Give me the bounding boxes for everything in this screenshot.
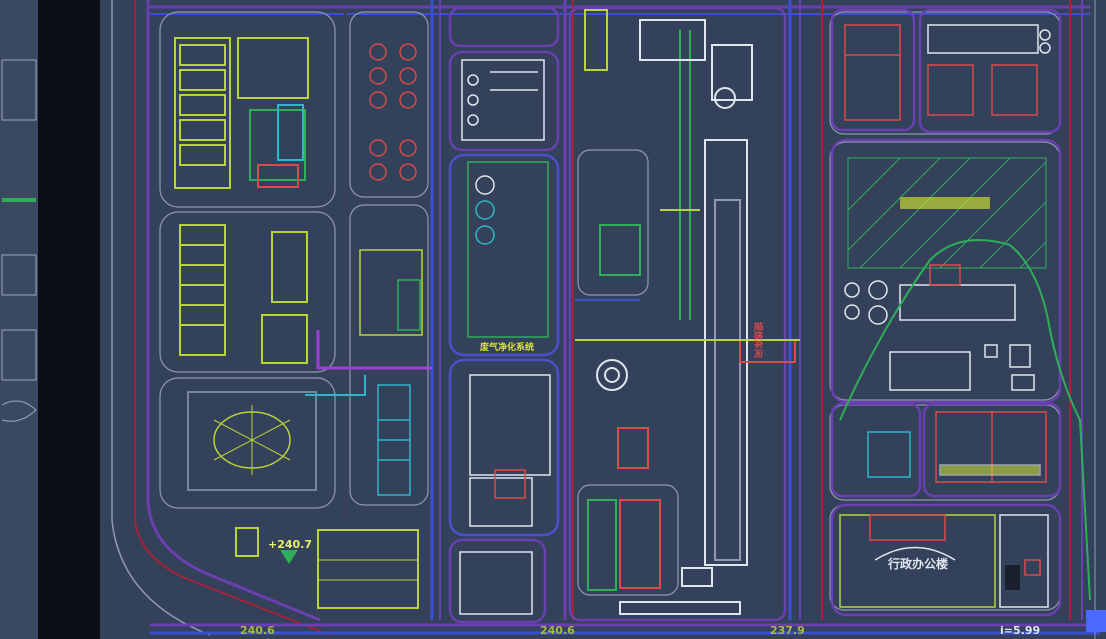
block-outlines (159, 11, 1061, 611)
pipe-line (316, 330, 432, 370)
process-equipment (459, 59, 551, 615)
slope-label: i=5.99 (1000, 624, 1040, 637)
compass-icon (1086, 610, 1106, 632)
boundary-curve (839, 239, 1091, 601)
elevation-bottom-mid: 240.6 (540, 624, 575, 637)
elevation-label: +240.7 (268, 538, 312, 551)
viewport-edge (38, 0, 100, 639)
elevation-bottom-left: 240.6 (240, 624, 275, 637)
block-col2-mid (359, 249, 423, 496)
office-building (839, 514, 1049, 608)
block-mid-left (179, 224, 308, 364)
block-top-left (174, 37, 309, 189)
gear-icon (714, 87, 736, 109)
office-label: 行政办公楼 (887, 556, 948, 571)
elevation-marker: +240.7 (235, 527, 419, 609)
hatched-storage (847, 157, 1047, 269)
tank-area (187, 391, 317, 491)
block-top-right (844, 24, 1051, 121)
equipment-yard (844, 264, 1035, 391)
center-blocks (448, 6, 1062, 624)
left-partial-details (1, 59, 37, 422)
kiln-label: 提炼车间 (752, 322, 764, 358)
block-right-bottom (867, 411, 1047, 483)
elevation-bottom-right: 237.9 (770, 624, 805, 637)
left-panel (0, 0, 42, 639)
kiln-line (575, 9, 800, 615)
tank-column (369, 43, 417, 181)
exhaust-system-label: 废气净化系统 (480, 341, 534, 353)
storage-label-strip (900, 197, 990, 209)
